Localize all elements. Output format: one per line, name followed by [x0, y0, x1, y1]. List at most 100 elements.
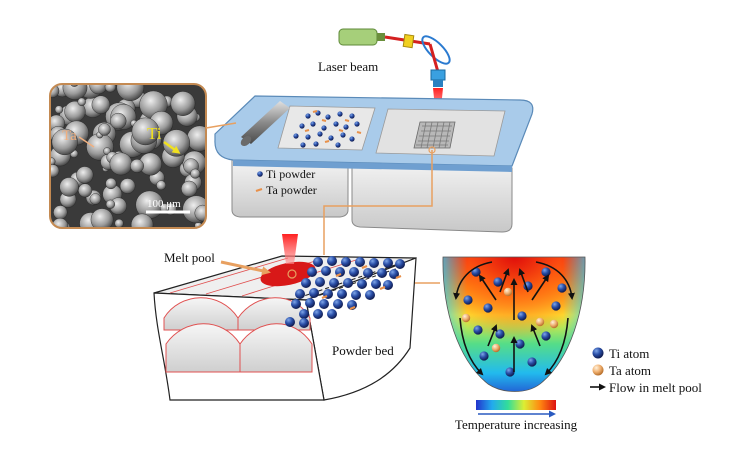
ta-powder-label: Ta powder	[266, 183, 317, 197]
bed-ta-particle	[335, 272, 342, 278]
bed-ti-particle	[313, 309, 323, 319]
sem-particle	[194, 204, 206, 222]
sem-ta-pointer	[78, 136, 95, 148]
bed-ti-particle	[355, 257, 365, 267]
powder-bed-block: Melt pool Powder bed	[153, 234, 417, 401]
bed-ti-particle	[305, 298, 315, 308]
sem-particle	[131, 117, 160, 146]
sem-particle	[90, 208, 114, 228]
bed-ti-particle	[383, 280, 393, 290]
bed-ti-particle	[383, 258, 393, 268]
scale-bar-label: 100 μm	[147, 198, 181, 210]
bed-ti-particle	[333, 299, 343, 309]
powder-bed-label: Powder bed	[332, 343, 394, 358]
pool-atoms	[461, 267, 567, 377]
bed-ti-particle	[285, 317, 295, 327]
sem-particle	[119, 178, 136, 194]
temperature-colorbar: Temperature increasing	[455, 400, 578, 432]
pool-ta-atom	[549, 319, 559, 329]
sem-particle	[170, 91, 196, 116]
sem-particle	[54, 105, 64, 114]
sem-inset: Ta Ti 100 μm	[49, 83, 207, 229]
bed-ti-particle	[299, 309, 309, 319]
ta-powder-symbol	[255, 187, 263, 193]
bed-ti-particle	[309, 288, 319, 298]
bed-ti-particle	[329, 278, 339, 288]
roller	[240, 101, 290, 146]
bed-ti-particle	[389, 269, 399, 279]
sem-particle	[110, 112, 127, 130]
pool-ti-atom	[483, 303, 493, 313]
pool-ti-atom	[463, 295, 473, 305]
sem-particle	[130, 213, 154, 228]
sem-ti-pointer	[163, 140, 181, 154]
bed-ti-particle	[349, 267, 359, 277]
ti-powder-symbol	[257, 171, 263, 177]
bed-ti-particle	[295, 289, 305, 299]
laser-nozzle	[377, 33, 385, 41]
sem-particle	[104, 84, 117, 93]
sem-particle	[105, 199, 116, 209]
pool-ti-atom	[515, 339, 525, 349]
bed-right-face	[305, 257, 417, 401]
sem-particle	[91, 95, 111, 114]
sem-particle	[156, 180, 167, 191]
sem-particle	[190, 168, 201, 179]
sem-particle	[59, 177, 79, 197]
bed-ti-particle	[377, 268, 387, 278]
sem-particle	[53, 205, 68, 220]
melt-pool-label: Melt pool	[164, 250, 215, 265]
sem-particle	[186, 125, 206, 152]
ti-atom-symbol	[592, 347, 604, 359]
pool-ti-atom	[541, 267, 551, 277]
bed-ta-particle	[321, 294, 328, 300]
pool-ti-atom	[517, 311, 527, 321]
bed-ti-particle	[321, 266, 331, 276]
ti-powder-label: Ti powder	[266, 167, 315, 181]
atom-legend: Ti atom Ta atom Flow in melt pool	[590, 346, 702, 395]
sem-particle	[105, 177, 117, 190]
pool-ti-atom	[527, 357, 537, 367]
melt-pool-section	[442, 256, 586, 392]
laser-beam-vertical	[428, 43, 440, 73]
machine-to-bed-connector	[323, 150, 433, 255]
laser-beam-label: Laser beam	[318, 59, 378, 74]
scan-lens	[433, 80, 443, 87]
bed-ti-particle	[351, 290, 361, 300]
pool-ti-atom	[557, 283, 567, 293]
bed-ti-particle	[343, 278, 353, 288]
bed-ti-particle	[369, 258, 379, 268]
bed-ti-particle	[313, 257, 323, 267]
pool-ti-atom	[493, 277, 503, 287]
powder-particles	[293, 110, 362, 148]
bed-ti-particle	[341, 257, 351, 267]
bed-ta-particle	[361, 264, 368, 270]
sem-particle	[116, 84, 145, 101]
bed-ti-particle	[315, 277, 325, 287]
melt-pool-arrow	[220, 260, 271, 276]
build-plate-edge	[233, 160, 512, 172]
pool-ti-atom	[495, 329, 505, 339]
bed-ta-particle	[395, 274, 402, 280]
bed-ti-particle	[363, 268, 373, 278]
melt-pool-outline	[442, 256, 586, 392]
bed-ti-particle	[365, 290, 375, 300]
sem-particle	[50, 157, 56, 166]
sem-particle	[89, 84, 108, 95]
sem-particle	[78, 183, 93, 198]
pool-ta-atom	[461, 313, 471, 323]
printed-lattice	[413, 121, 456, 149]
colorbar-gradient	[476, 400, 556, 410]
slm-machine: Ti powder Ta powder	[214, 95, 534, 233]
sem-particle	[62, 84, 88, 100]
scan-head	[430, 69, 446, 81]
sem-particle	[76, 166, 94, 184]
sem-particle	[89, 193, 102, 205]
pool-ti-atom	[505, 367, 515, 377]
sem-particle	[77, 97, 86, 106]
pool-ti-atom	[479, 351, 489, 361]
sem-particle	[109, 152, 133, 176]
sem-particle	[69, 84, 80, 87]
bed-ti-particle	[371, 279, 381, 289]
